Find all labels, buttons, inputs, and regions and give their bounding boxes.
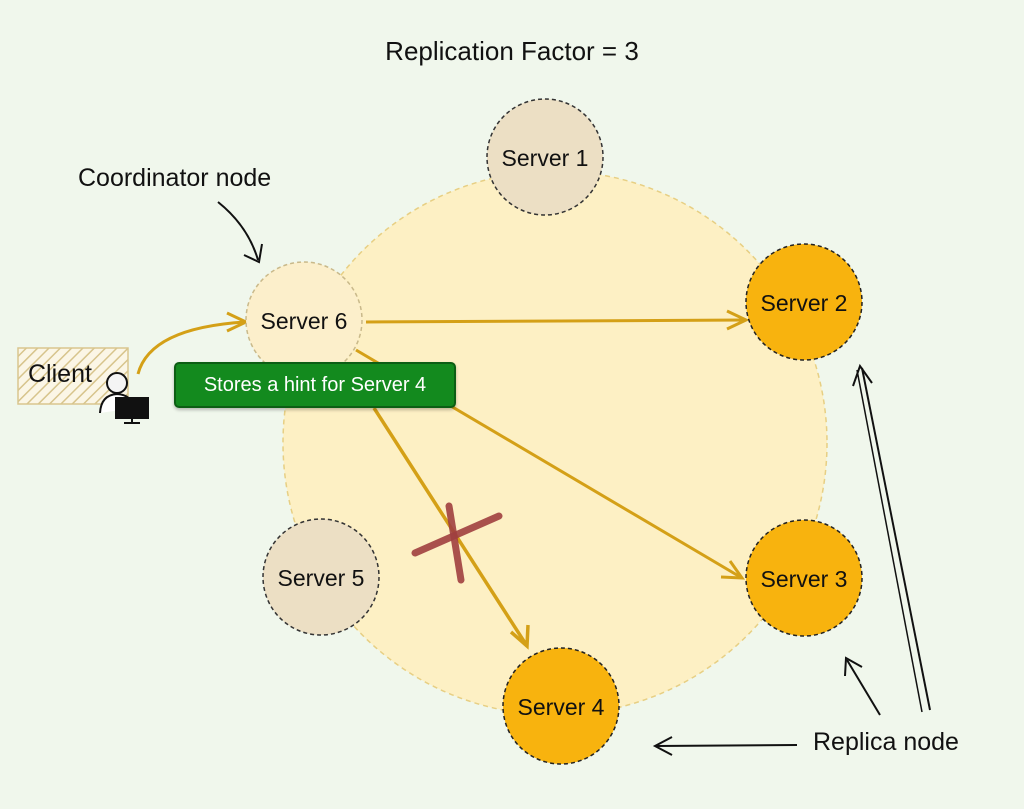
replica-arrow-to-server-2	[861, 367, 931, 711]
replica-annotation: Replica node	[813, 728, 959, 756]
coordinator-annotation-arrow	[217, 201, 259, 261]
server-1-label: Server 1	[501, 145, 589, 171]
coordinator-annotation-arrowhead	[243, 243, 263, 264]
server-2-arrowhead	[726, 309, 750, 331]
server-2-node	[745, 243, 863, 361]
replica-arrow-to-server-3	[846, 659, 881, 716]
server-1-node	[486, 98, 604, 216]
coordinator-annotation: Coordinator node	[78, 164, 272, 192]
client-label: Client	[28, 360, 92, 388]
coordinator-to-server-2-arrow	[365, 318, 746, 324]
server-4-arrowhead	[509, 624, 530, 650]
server-2-label: Server 2	[760, 290, 848, 316]
server-5-node	[262, 518, 380, 636]
server-4-label: Server 4	[517, 694, 605, 720]
replica-arrowhead-server-3	[844, 656, 863, 677]
replica-arrow-to-server-2-b	[856, 369, 923, 713]
client-to-coordinator-arrow	[136, 320, 246, 375]
diagram-title: Replication Factor = 3	[385, 36, 639, 66]
client-arrowhead	[226, 311, 250, 333]
replica-arrowhead-server-2	[852, 363, 873, 387]
server-5-label: Server 5	[277, 565, 365, 591]
server-4-node	[502, 647, 620, 765]
server-3-label: Server 3	[760, 566, 848, 592]
server-6-node	[245, 261, 363, 379]
server-3-node	[745, 519, 863, 637]
server-3-arrowhead	[720, 560, 745, 580]
hint-badge: Stores a hint for Server 4	[174, 362, 456, 408]
user-computer-icon	[99, 372, 149, 424]
replica-arrowhead-server-4	[652, 736, 673, 756]
failed-write-mark-2	[445, 502, 465, 584]
server-6-label: Server 6	[260, 308, 348, 334]
ring	[282, 170, 828, 716]
replica-arrow-to-server-4	[655, 744, 798, 747]
